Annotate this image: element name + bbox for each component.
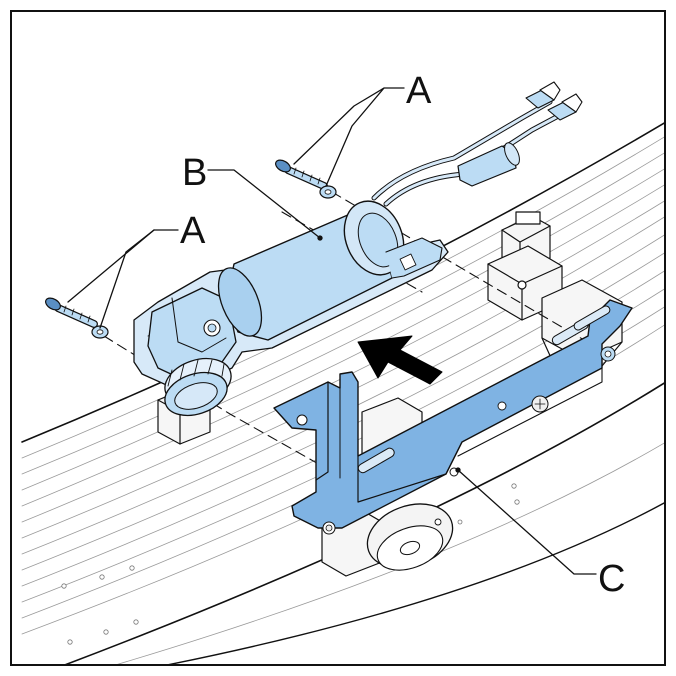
callout-a-top: A (406, 70, 432, 112)
motor-assembly (133, 200, 449, 417)
callout-b: B (182, 152, 208, 194)
screw-left (45, 297, 109, 339)
leader-c (457, 469, 597, 575)
leader-a-top-screw (325, 87, 405, 187)
mounting-bracket (273, 299, 633, 535)
callout-a-left: A (180, 210, 206, 252)
cable-connectors (525, 81, 583, 121)
callout-c: C (598, 558, 626, 600)
leader-a-top-washer (293, 87, 385, 165)
assembly-illustration (21, 81, 664, 664)
leader-a-left-washer (99, 229, 155, 329)
drive-wheel (366, 503, 454, 571)
leader-lines (67, 87, 597, 575)
assembly-arrow-icon (357, 335, 443, 385)
leader-a-left-screw (67, 229, 179, 303)
diagram-frame: A A B C (10, 10, 666, 666)
screw-top (275, 159, 337, 199)
motor-cables (371, 99, 565, 207)
leader-b (207, 169, 321, 239)
